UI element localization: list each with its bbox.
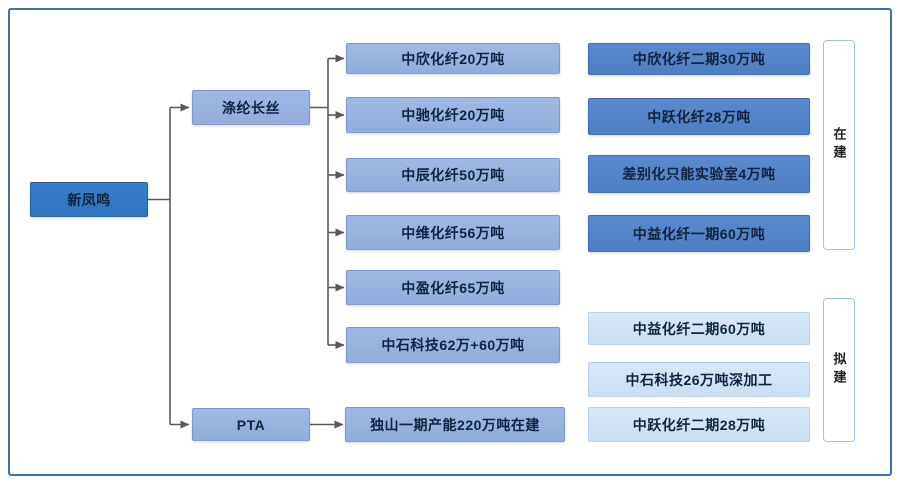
capacity-node-zhongchen: 中辰化纤50万吨 xyxy=(346,158,560,192)
capacity-node-zhongshi: 中石科技62万+60万吨 xyxy=(346,327,560,363)
status-node-zhongyue-phase2: 中跃化纤二期28万吨 xyxy=(588,407,810,442)
capacity-node-dushan: 独山一期产能220万吨在建 xyxy=(345,407,565,442)
group-label-proposed: 拟建 xyxy=(823,298,855,442)
status-node-differentiated-lab: 差别化只能实验室4万吨 xyxy=(588,155,810,193)
status-node-zhongxin-phase2: 中欣化纤二期30万吨 xyxy=(588,43,810,75)
branch-node-polyester-filament: 涤纶长丝 xyxy=(192,90,310,125)
diagram-frame xyxy=(8,8,892,476)
status-node-zhongyi-phase1: 中益化纤一期60万吨 xyxy=(588,215,810,252)
status-node-zhongyi-phase2: 中益化纤二期60万吨 xyxy=(588,312,810,345)
branch-node-pta: PTA xyxy=(192,408,310,441)
root-node-company: 新凤鸣 xyxy=(30,182,148,217)
group-label-under-construction: 在建 xyxy=(823,40,855,250)
capacity-node-zhongwei: 中维化纤56万吨 xyxy=(346,215,560,250)
status-node-zhongyue: 中跃化纤28万吨 xyxy=(588,98,810,135)
capacity-node-zhongxin: 中欣化纤20万吨 xyxy=(346,43,560,74)
capacity-node-zhongying: 中盈化纤65万吨 xyxy=(346,270,560,305)
capacity-node-zhongchi: 中驰化纤20万吨 xyxy=(346,97,560,133)
status-node-zhongshi-processing: 中石科技26万吨深加工 xyxy=(588,362,810,397)
